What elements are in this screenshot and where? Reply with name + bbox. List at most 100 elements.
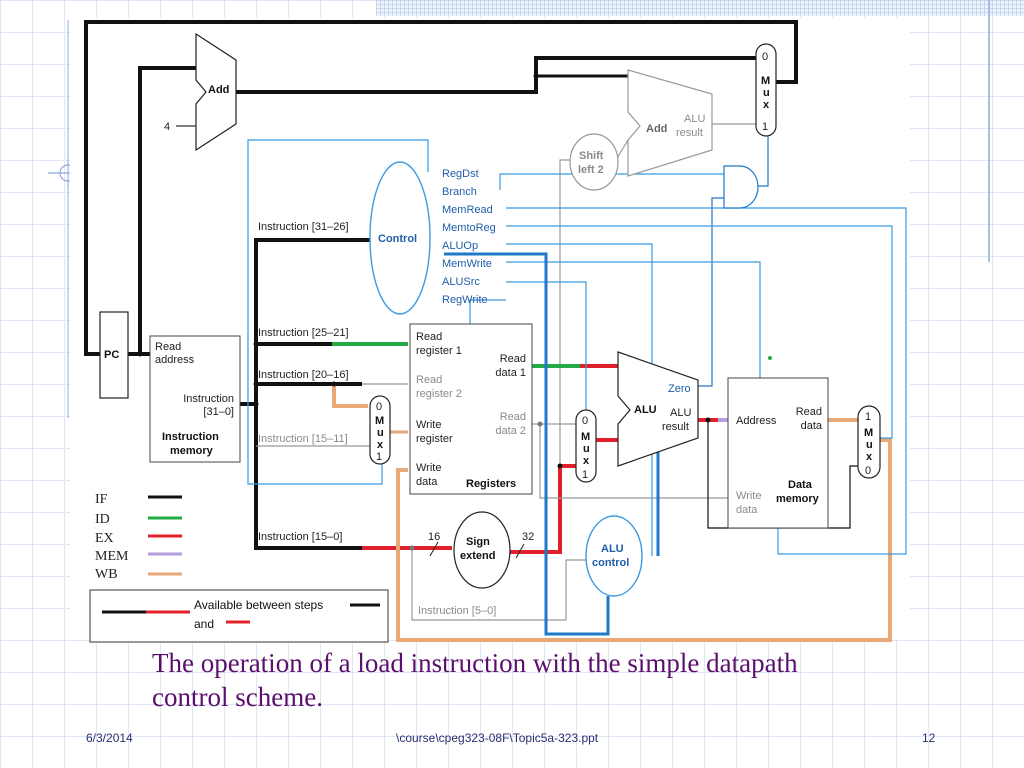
- svg-text:0: 0: [376, 401, 382, 413]
- pc-label: PC: [104, 349, 119, 361]
- mux-regdst: 0 M u x 1: [369, 395, 391, 465]
- svg-text:M: M: [375, 415, 384, 427]
- dmem-read-label: Read: [796, 406, 822, 418]
- alu-control-label-1: ALU: [601, 543, 624, 555]
- wire-ctrl-regwrite: [469, 299, 506, 324]
- reg-write-reg-2: register: [416, 433, 453, 445]
- svg-text:x: x: [763, 99, 770, 111]
- register-file: [409, 323, 533, 495]
- svg-text:0: 0: [762, 51, 768, 63]
- reg-read-data1-1: Read: [500, 353, 526, 365]
- svg-text:u: u: [763, 87, 770, 99]
- legend-label-ex: EX: [95, 531, 114, 546]
- reg-read-reg1-2: register 1: [416, 345, 462, 357]
- svg-text:u: u: [377, 427, 384, 439]
- ctrl-signal-aluop: ALUOp: [442, 240, 478, 252]
- wire-instr-5-0: [411, 548, 586, 621]
- note-line-1: Available between steps: [194, 598, 323, 612]
- reg-read-reg2-2: register 2: [416, 388, 462, 400]
- ctrl-signal-regdst: RegDst: [442, 168, 479, 180]
- svg-text:u: u: [583, 443, 590, 455]
- wire-read-data2-to-dmem: [539, 424, 730, 499]
- pc-adder-const: 4: [164, 121, 170, 133]
- ctrl-signal-branch: Branch: [442, 186, 477, 198]
- svg-text:1: 1: [865, 411, 871, 423]
- svg-text:0: 0: [582, 415, 588, 427]
- ctrl-signal-memwrite: MemWrite: [442, 258, 492, 270]
- wire-ctrl-regdst: [247, 139, 429, 485]
- control-label: Control: [378, 233, 417, 245]
- availability-note: Available between steps and: [89, 589, 389, 643]
- alu-result-label-1: ALU: [670, 407, 691, 419]
- sign-extend-out-width: 32: [522, 531, 534, 543]
- svg-text:x: x: [377, 439, 384, 451]
- footer-date: 6/3/2014: [86, 731, 133, 745]
- footer-path: \course\cpeg323-08F\Topic5a-323.ppt: [396, 731, 599, 745]
- ctrl-signal-regwrite: RegWrite: [442, 294, 488, 306]
- reg-write-reg-1: Write: [416, 419, 441, 431]
- dmem-title-1: Data: [788, 479, 813, 491]
- mux-memtoreg: 1 M u x 0: [857, 405, 881, 479]
- shift-left-2: [569, 133, 619, 191]
- svg-text:M: M: [864, 427, 873, 439]
- slide-caption: The operation of a load instruction with…: [152, 648, 798, 712]
- svg-text:x: x: [583, 455, 590, 467]
- alu-label: ALU: [634, 404, 657, 416]
- reg-read-data2-2: data 2: [495, 425, 526, 437]
- svg-text:1: 1: [582, 469, 588, 481]
- svg-text:1: 1: [762, 121, 768, 133]
- wire-mux-pcsrc-to-pc: [84, 20, 798, 356]
- alu-control-label-2: control: [592, 557, 629, 569]
- svg-text:x: x: [866, 451, 873, 463]
- ctrl-signal-memread: MemRead: [442, 204, 493, 216]
- note-line-2: and: [194, 617, 214, 631]
- dmem-address-label: Address: [736, 415, 777, 427]
- alu-zero-label: Zero: [668, 383, 691, 395]
- branch-adder-alu-label: ALU: [684, 113, 705, 125]
- wire-writeback-loop: [396, 438, 892, 642]
- sign-extend-label-2: extend: [460, 550, 495, 562]
- dmem-write-data-label: data: [736, 504, 758, 516]
- ctrl-signal-memtoreg: MemtoReg: [442, 222, 496, 234]
- data-memory: [727, 377, 829, 529]
- branch-and-gate: [723, 165, 759, 209]
- alu-result-label-2: result: [662, 421, 689, 433]
- wire-ctrl-memwrite: [506, 261, 761, 378]
- sign-extend-in-width: 16: [428, 531, 440, 543]
- branch-adder-result-label: result: [676, 127, 703, 139]
- legend-label-id: ID: [95, 512, 110, 527]
- svg-text:M: M: [581, 431, 590, 443]
- alu: [617, 351, 699, 467]
- right-decorative-rule: [988, 0, 990, 262]
- top-decorative-band: [376, 0, 1024, 16]
- shift-label-2: left 2: [578, 164, 604, 176]
- wire-ctrl-memtoreg: [506, 225, 893, 439]
- svg-text:u: u: [866, 439, 873, 451]
- imem-title-2: memory: [170, 445, 214, 457]
- imem-bits-label: [31–0]: [203, 406, 234, 418]
- wire-sign-extend-out: [508, 464, 576, 554]
- instr-field-31-26: Instruction [31–26]: [258, 221, 349, 233]
- wire-ctrl-branch: [499, 173, 724, 190]
- svg-text:0: 0: [865, 465, 871, 477]
- instruction-memory: [149, 335, 241, 463]
- svg-text:1: 1: [376, 451, 382, 463]
- wire-aluop-highlight: [444, 252, 610, 636]
- instr-field-15-0: Instruction [15–0]: [258, 531, 342, 543]
- sign-extend-label-1: Sign: [466, 536, 490, 548]
- imem-title-1: Instruction: [162, 431, 219, 443]
- reg-write-data-1: Write: [416, 462, 441, 474]
- legend-label-if: IF: [95, 492, 108, 507]
- pc-register: [99, 311, 129, 399]
- ctrl-signal-alusrc: ALUSrc: [442, 276, 480, 288]
- alu-control: [585, 515, 643, 597]
- reg-read-data1-2: data 1: [495, 367, 526, 379]
- legend-label-mem: MEM: [95, 549, 129, 564]
- instr-field-5-0: Instruction [5–0]: [418, 605, 496, 617]
- dmem-write-label: Write: [736, 490, 761, 502]
- reg-write-data-2: data: [416, 476, 438, 488]
- dmem-title-2: memory: [776, 493, 820, 505]
- wire-ctrl-alusrc: [506, 281, 587, 410]
- reg-read-reg2-1: Read: [416, 374, 442, 386]
- registers-title: Registers: [466, 478, 516, 490]
